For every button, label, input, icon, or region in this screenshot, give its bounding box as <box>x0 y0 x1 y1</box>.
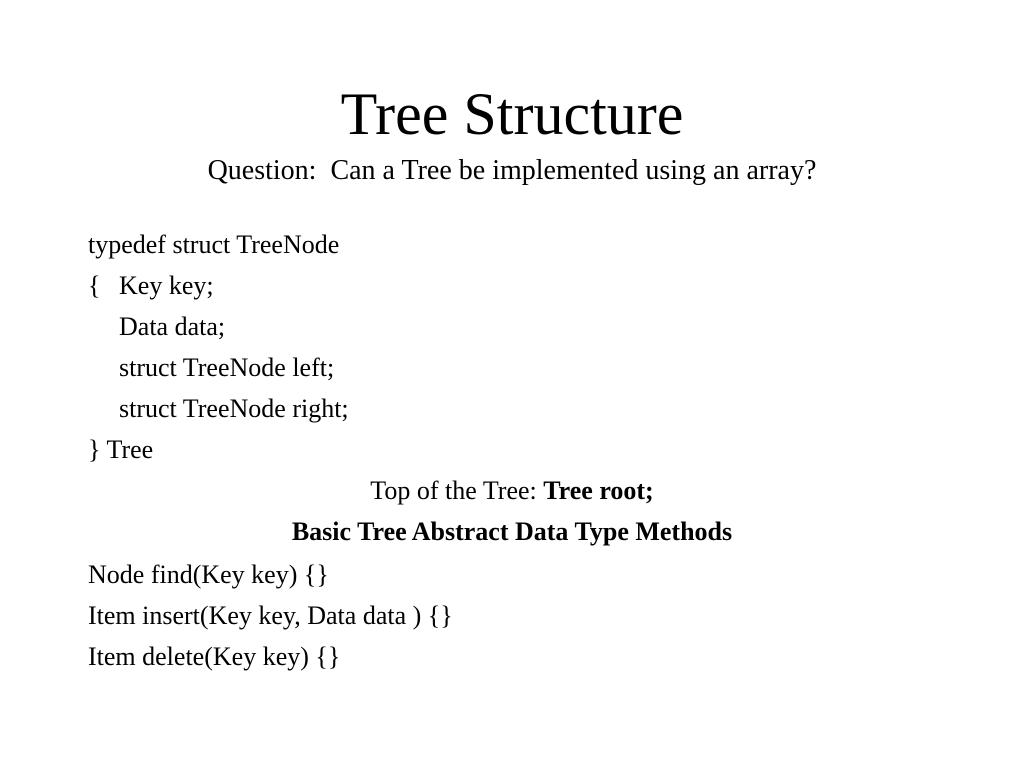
code-line-data: Data data; <box>119 312 226 341</box>
methods-heading: Basic Tree Abstract Data Type Methods <box>291 517 733 546</box>
method-find: Node find(Key key) {} <box>88 560 329 589</box>
code-line-typedef: typedef struct TreeNode <box>88 230 340 259</box>
code-line-close: } Tree <box>88 435 154 464</box>
code-line-key: Key key; <box>119 271 214 300</box>
slide-title: Tree Structure <box>340 81 684 147</box>
code-line-left: struct TreeNode left; <box>119 353 335 382</box>
top-of-tree: Top of the Tree: Tree root; <box>0 478 1024 504</box>
code-line-right: struct TreeNode right; <box>119 394 349 423</box>
code-brace-open: { <box>88 271 101 300</box>
method-insert: Item insert(Key key, Data data ) {} <box>88 601 453 630</box>
top-of-tree-label: Top of the Tree: <box>370 476 544 505</box>
top-of-tree-value: Tree root; <box>543 476 654 505</box>
method-delete: Item delete(Key key) {} <box>88 642 341 671</box>
slide-subtitle: Question: Can a Tree be implemented usin… <box>207 155 817 186</box>
